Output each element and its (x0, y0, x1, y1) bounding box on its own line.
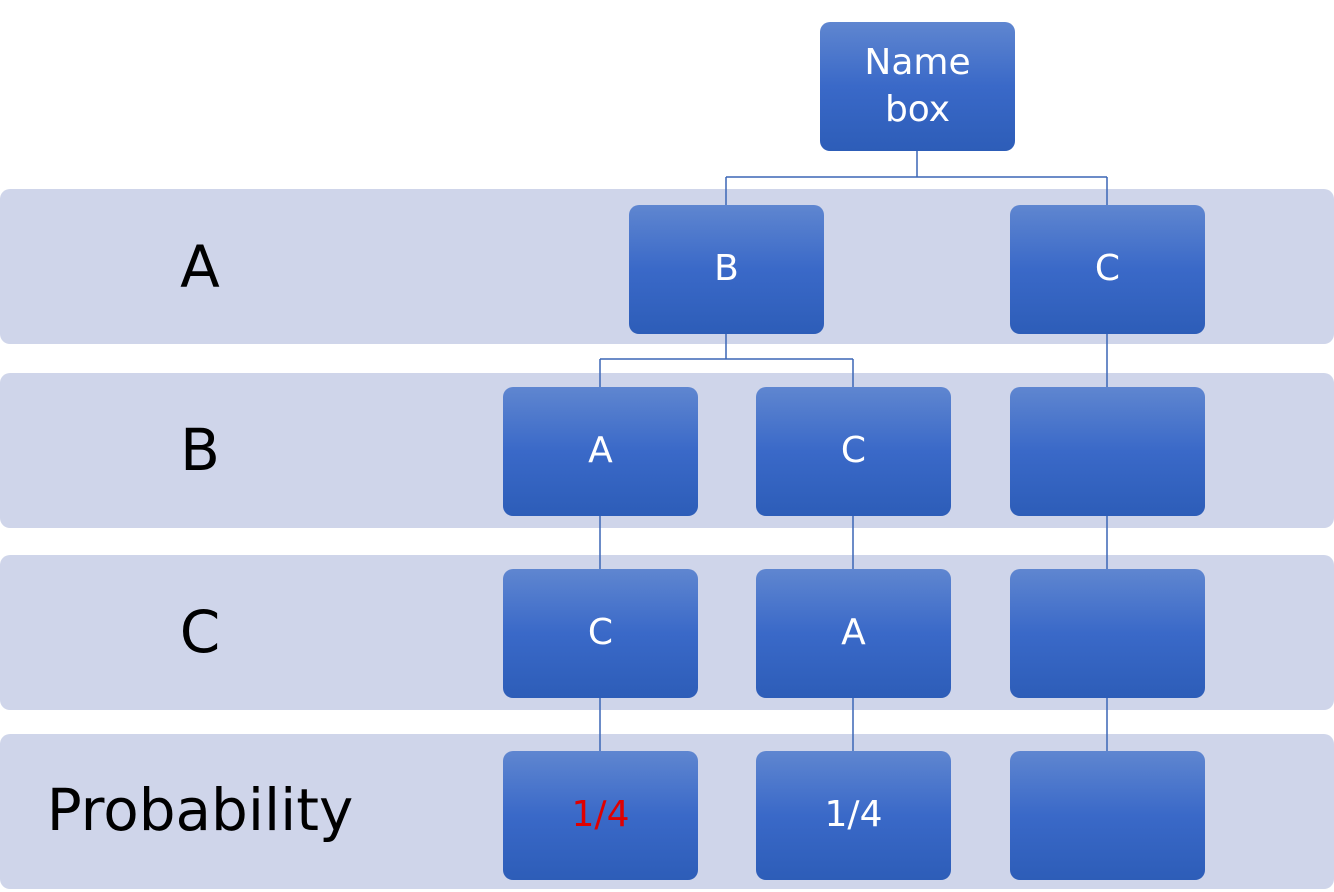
node-p-left: 1/4 (503, 751, 698, 880)
node-a-left-label: B (714, 248, 739, 290)
node-b-mid: C (756, 387, 951, 516)
node-a-right-label: C (1094, 248, 1121, 290)
node-c-mid: A (756, 569, 951, 698)
row-label-a: A (180, 233, 220, 301)
node-p-right (1010, 751, 1205, 880)
row-label-probability: Probability (46, 776, 354, 844)
root-node: Name box (820, 22, 1015, 151)
node-p-mid-label: 1/4 (824, 794, 883, 836)
node-p-mid: 1/4 (756, 751, 951, 880)
node-a-left: B (629, 205, 824, 334)
node-b-mid-label: C (840, 430, 867, 472)
row-label-b: B (180, 416, 220, 484)
node-p-left-label: 1/4 (571, 794, 630, 836)
node-a-right: C (1010, 205, 1205, 334)
node-c-left: C (503, 569, 698, 698)
node-b-right (1010, 387, 1205, 516)
node-c-right (1010, 569, 1205, 698)
root-node-label: Name box (864, 41, 971, 130)
node-b-left: A (503, 387, 698, 516)
node-c-mid-label: A (841, 612, 866, 654)
node-c-left-label: C (587, 612, 614, 654)
row-label-c: C (179, 598, 221, 666)
node-b-left-label: A (588, 430, 613, 472)
